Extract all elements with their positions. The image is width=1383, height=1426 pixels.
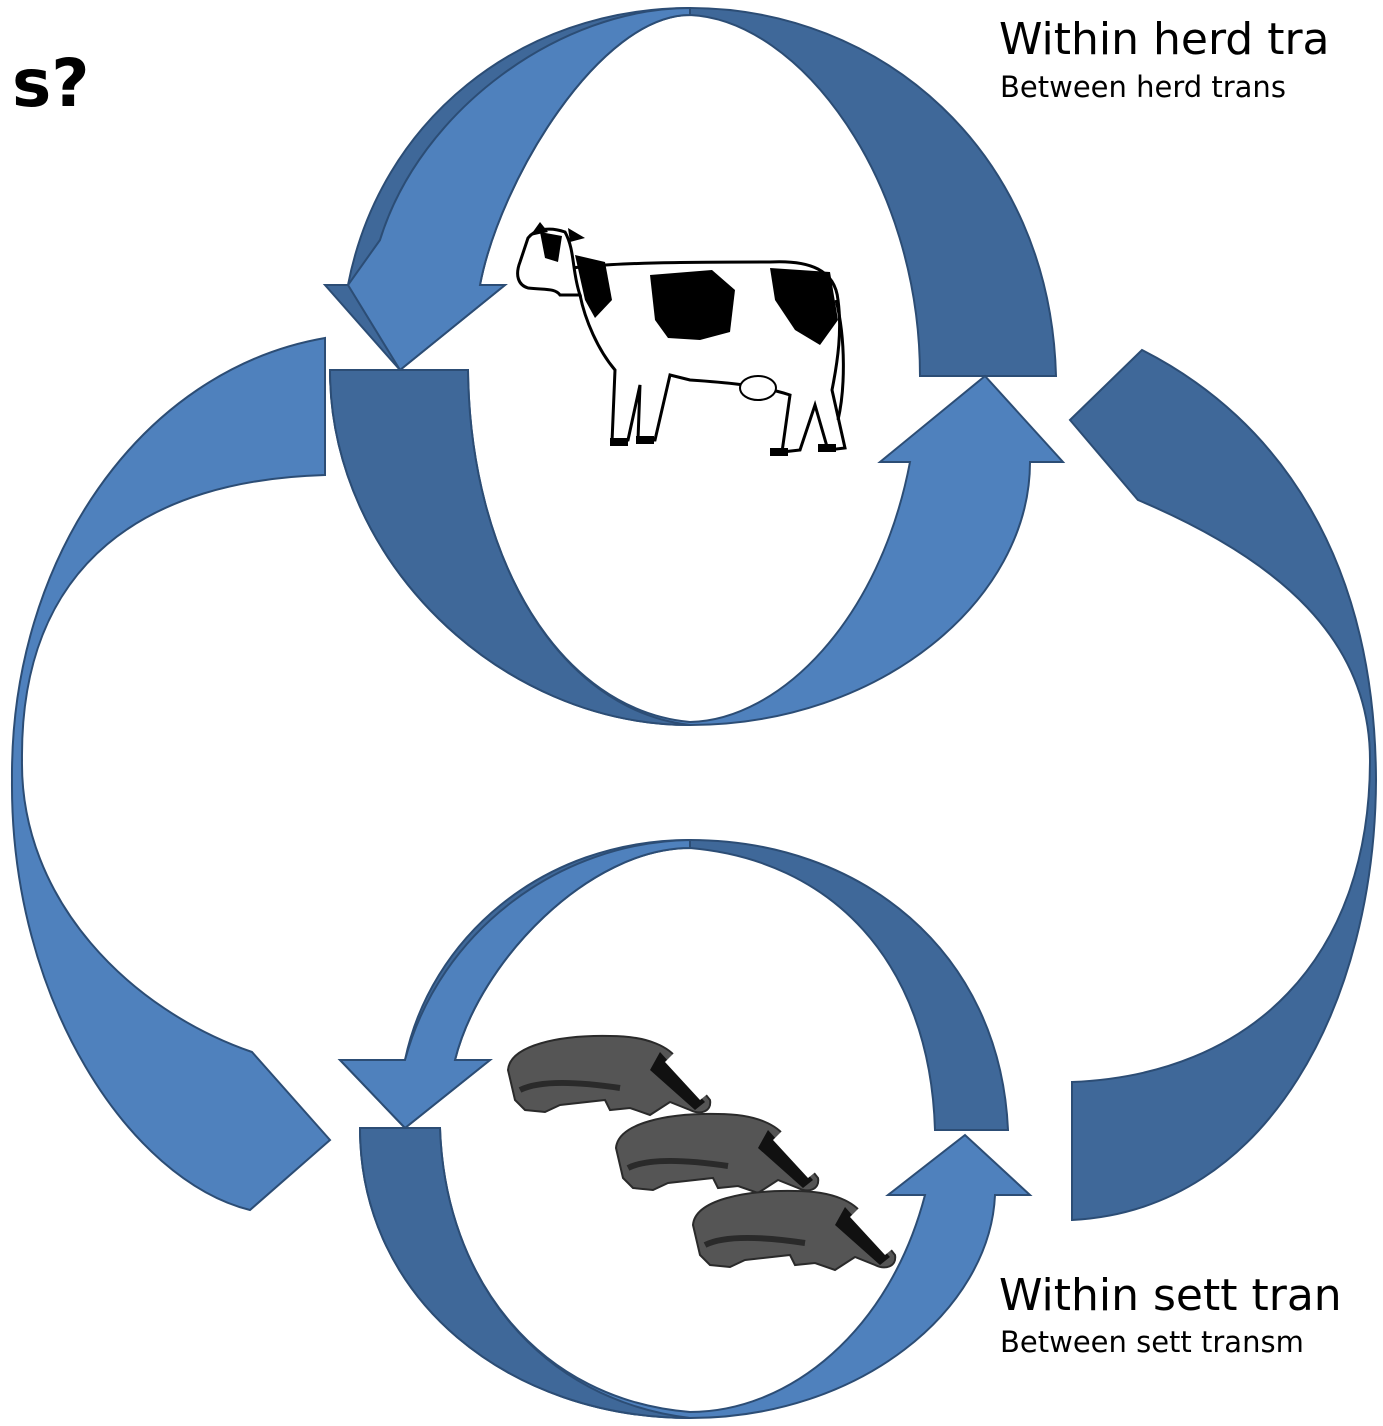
sett-cycle-top-arrow-light <box>337 838 691 1130</box>
within-sett-transmission-label: Within sett tran <box>999 1270 1342 1321</box>
sett-cycle-bottom-arrow-dark <box>358 1127 691 1419</box>
between-herd-transmission-label: Between herd trans <box>1000 70 1286 104</box>
cow-icon <box>516 222 847 456</box>
badger-to-cow-arrow <box>1068 348 1378 1222</box>
cow-to-badger-arrow <box>10 336 332 1212</box>
badger-icon <box>691 1189 897 1272</box>
badger-icon <box>506 1034 712 1117</box>
badger-icon <box>614 1112 820 1195</box>
slide-title-fragment: s? <box>12 45 90 122</box>
within-herd-transmission-label: Within herd tra <box>999 14 1330 65</box>
between-sett-transmission-label: Between sett transm <box>1000 1325 1304 1359</box>
herd-cycle-bottom-arrow-dark <box>328 369 691 726</box>
